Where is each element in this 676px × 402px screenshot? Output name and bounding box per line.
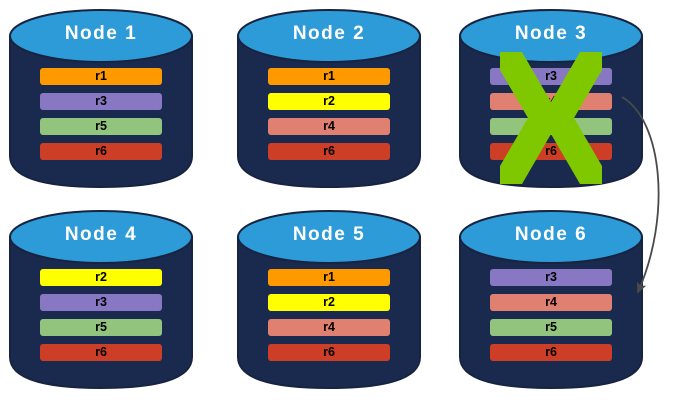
record-r2[interactable]: r2 xyxy=(40,269,162,286)
record-r2[interactable]: r2 xyxy=(268,294,390,311)
record-r5[interactable]: r5 xyxy=(490,118,612,135)
record-r6[interactable]: r6 xyxy=(268,344,390,361)
node-5[interactable]: Node 5 r1 r2 r4 r6 xyxy=(234,207,424,392)
record-r1[interactable]: r1 xyxy=(268,68,390,85)
record-r6[interactable]: r6 xyxy=(490,143,612,160)
node-2[interactable]: Node 2 r1 r2 r4 r6 xyxy=(234,6,424,191)
record-r3[interactable]: r3 xyxy=(40,294,162,311)
node-1[interactable]: Node 1 r1 r3 r5 r6 xyxy=(6,6,196,191)
record-r3[interactable]: r3 xyxy=(490,68,612,85)
record-r4[interactable]: r4 xyxy=(268,118,390,135)
record-r3[interactable]: r3 xyxy=(40,93,162,110)
record-r2[interactable]: r2 xyxy=(268,93,390,110)
record-r6[interactable]: r6 xyxy=(40,344,162,361)
node-6-records: r3 r4 r5 r6 xyxy=(490,269,612,361)
record-r3[interactable]: r3 xyxy=(490,269,612,286)
record-r5[interactable]: r5 xyxy=(40,118,162,135)
record-r6[interactable]: r6 xyxy=(490,344,612,361)
node-1-records: r1 r3 r5 r6 xyxy=(40,68,162,160)
record-r6[interactable]: r6 xyxy=(40,143,162,160)
record-r5[interactable]: r5 xyxy=(490,319,612,336)
record-r1[interactable]: r1 xyxy=(40,68,162,85)
node-4-records: r2 r3 r5 r6 xyxy=(40,269,162,361)
node-4[interactable]: Node 4 r2 r3 r5 r6 xyxy=(6,207,196,392)
record-r5[interactable]: r5 xyxy=(40,319,162,336)
node-6[interactable]: Node 6 r3 r4 r5 r6 xyxy=(456,207,646,392)
record-r1[interactable]: r1 xyxy=(268,269,390,286)
record-r4[interactable]: r4 xyxy=(268,319,390,336)
node-2-records: r1 r2 r4 r6 xyxy=(268,68,390,160)
record-r4[interactable]: r4 xyxy=(490,294,612,311)
node-5-records: r1 r2 r4 r6 xyxy=(268,269,390,361)
node-3[interactable]: Node 3 r3 r4 r5 r6 xyxy=(456,6,646,191)
record-r6[interactable]: r6 xyxy=(268,143,390,160)
node-3-records: r3 r4 r5 r6 xyxy=(490,68,612,160)
record-r4[interactable]: r4 xyxy=(490,93,612,110)
